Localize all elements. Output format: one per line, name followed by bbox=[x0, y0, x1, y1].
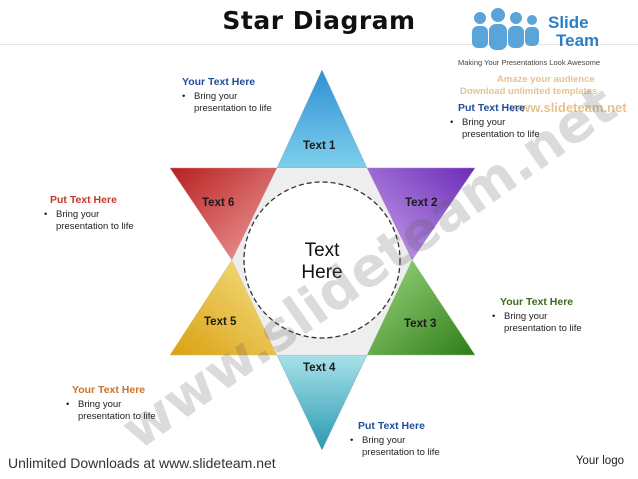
brand-tagline: Making Your Presentations Look Awesome bbox=[458, 58, 601, 67]
center-text-line1: Text bbox=[304, 240, 340, 261]
callout-top-line1: Bring your bbox=[194, 91, 238, 102]
bullet-icon: • bbox=[66, 399, 70, 410]
callout-bottom-left-line1: Bring your bbox=[78, 399, 122, 410]
callout-top-right: Put Text Here • Bring your presentation t… bbox=[450, 102, 540, 141]
bullet-icon: • bbox=[182, 91, 186, 102]
star-point-top bbox=[276, 69, 368, 169]
callout-bottom-line2: presentation to life bbox=[362, 447, 440, 458]
bullet-icon: • bbox=[492, 311, 496, 322]
callout-left-heading: Put Text Here bbox=[50, 194, 117, 206]
watermark-line1: Amaze your audience bbox=[497, 74, 595, 85]
watermark-site: www.slideteam.net bbox=[510, 100, 627, 115]
label-text-5: Text 5 bbox=[204, 316, 237, 328]
label-text-4: Text 4 bbox=[303, 362, 336, 374]
callout-top: Your Text Here • Bring your presentation … bbox=[182, 76, 272, 115]
header-divider bbox=[0, 44, 638, 45]
callout-left: Put Text Here • Bring your presentation t… bbox=[44, 194, 134, 233]
label-text-3: Text 3 bbox=[404, 318, 437, 330]
callout-bottom-left: Your Text Here • Bring your presentation … bbox=[66, 384, 156, 423]
bullet-icon: • bbox=[450, 117, 454, 128]
callout-right-line2: presentation to life bbox=[504, 323, 582, 334]
callout-top-right-heading: Put Text Here bbox=[458, 102, 525, 114]
center-circle bbox=[243, 181, 401, 339]
callout-top-right-line1: Bring your bbox=[462, 117, 506, 128]
center-text: Text Here bbox=[282, 240, 362, 284]
center-text-line2: Here bbox=[301, 262, 343, 283]
callout-bottom-left-heading: Your Text Here bbox=[72, 384, 146, 396]
watermark-line2: Download unlimited templates bbox=[460, 86, 598, 97]
page-title: Star Diagram bbox=[222, 6, 416, 35]
label-text-1: Text 1 bbox=[303, 140, 336, 152]
callout-bottom-heading: Put Text Here bbox=[358, 420, 425, 432]
footer-downloads-text: Unlimited Downloads at www.slideteam.net bbox=[8, 455, 276, 471]
brand-line2: Team bbox=[556, 31, 600, 50]
label-text-2: Text 2 bbox=[405, 197, 438, 209]
callout-bottom-left-line2: presentation to life bbox=[78, 411, 156, 422]
callout-bottom: Put Text Here • Bring your presentation t… bbox=[350, 420, 440, 459]
callout-left-line1: Bring your bbox=[56, 209, 100, 220]
bullet-icon: • bbox=[44, 209, 48, 220]
callout-top-line2: presentation to life bbox=[194, 103, 272, 114]
your-logo-placeholder: Your logo bbox=[575, 455, 624, 467]
bullet-icon: • bbox=[350, 435, 354, 446]
brand-line1: Slide bbox=[548, 13, 589, 32]
callout-left-line2: presentation to life bbox=[56, 221, 134, 232]
people-logo-icon bbox=[468, 6, 542, 54]
callout-top-right-line2: presentation to life bbox=[462, 129, 540, 140]
callout-right-line1: Bring your bbox=[504, 311, 548, 322]
label-text-6: Text 6 bbox=[202, 197, 235, 209]
callout-top-heading: Your Text Here bbox=[182, 76, 256, 88]
callout-right-heading: Your Text Here bbox=[500, 296, 574, 308]
callout-bottom-line1: Bring your bbox=[362, 435, 406, 446]
callout-right: Your Text Here • Bring your presentation … bbox=[492, 296, 582, 335]
